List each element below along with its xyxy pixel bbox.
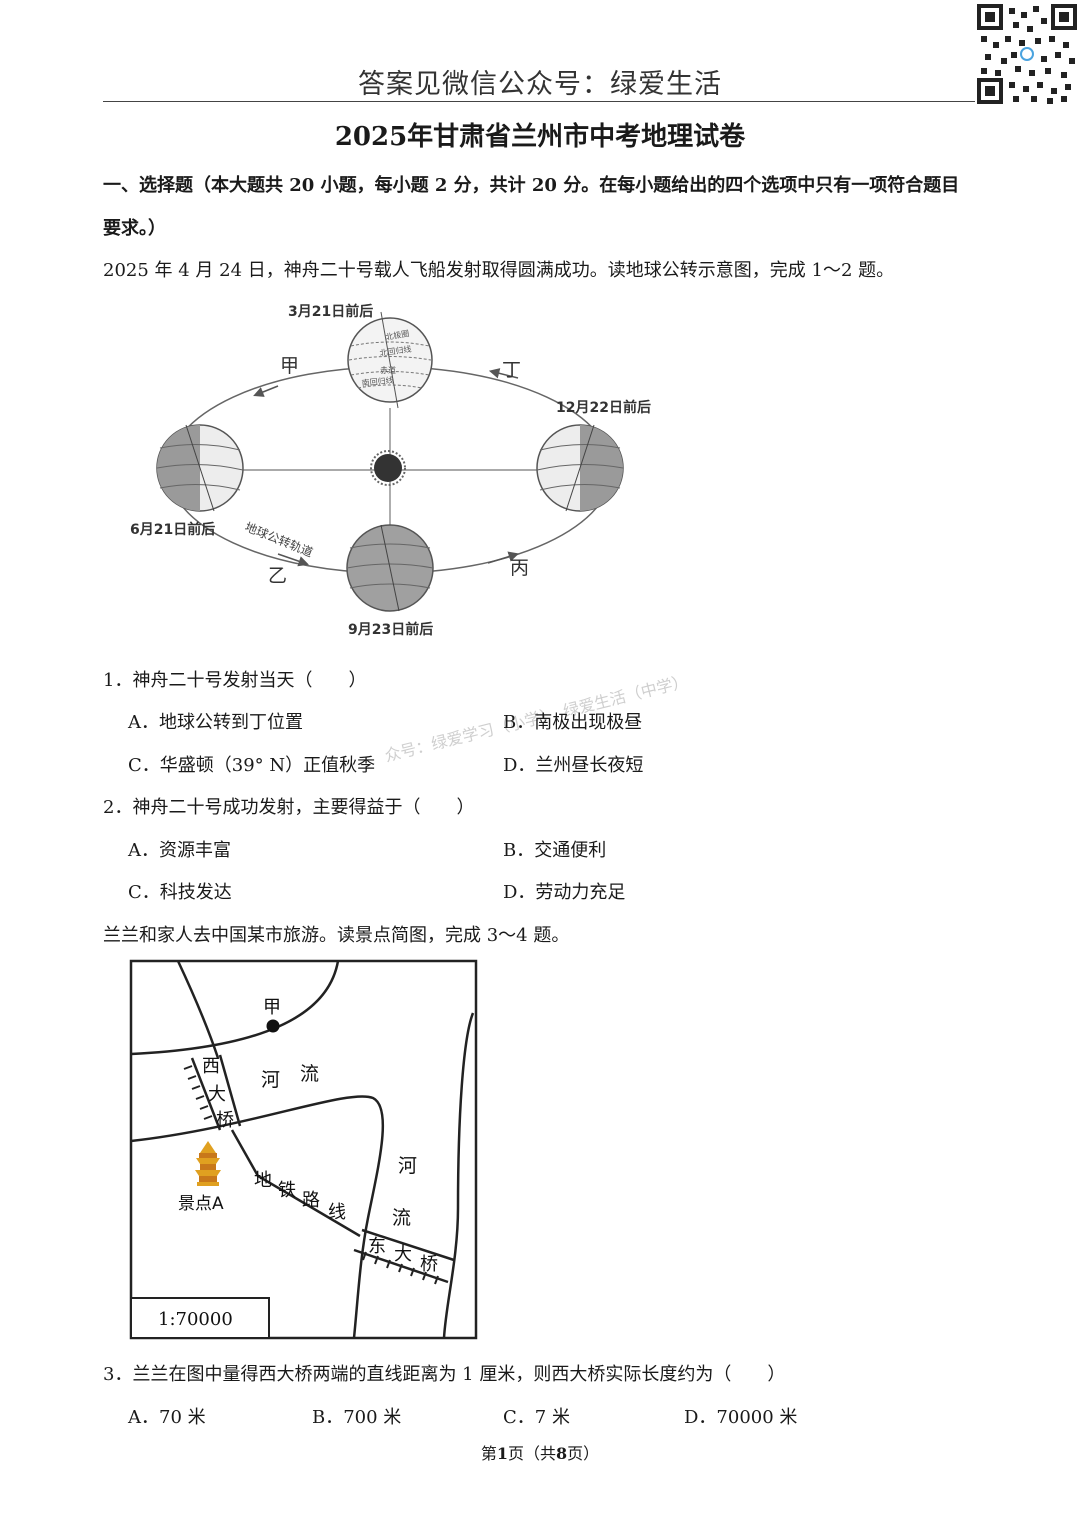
header-divider [103, 101, 975, 102]
east-bridge-char-2: 大 [394, 1244, 412, 1265]
road-north [176, 960, 220, 1059]
river-label-2b: 流 [392, 1207, 411, 1229]
east-bridge-char-3: 桥 [420, 1254, 438, 1275]
orbit-arrow-ding [488, 368, 519, 379]
scale-label: 1:70000 [158, 1309, 233, 1330]
label-sep: 9月23日前后 [348, 621, 433, 638]
question-intro-3-4: 兰兰和家人去中国某市旅游。读景点简图，完成 3～4 题。 [103, 925, 570, 946]
river-label-2a: 河 [398, 1155, 417, 1177]
earth-september-icon [346, 524, 434, 612]
q3-stem: 3．兰兰在图中量得西大桥两端的直线距离为 1 厘米，则西大桥实际长度约为（ ） [103, 1364, 786, 1385]
section-heading-line1: 一、选择题（本大题共 20 小题，每小题 2 分，共计 20 分。在每小题给出的… [103, 175, 960, 196]
west-bridge-char-1: 西 [202, 1056, 220, 1077]
metro-line [230, 1129, 361, 1238]
orbit-arrow-bing [487, 551, 520, 564]
river-bank-right [442, 1012, 475, 1339]
question-intro-1-2: 2025 年 4 月 24 日，神舟二十号载人飞船发射取得圆满成功。读地球公转示… [103, 260, 895, 281]
lat-equator: 赤道 [380, 365, 396, 375]
label-mar: 3月21日前后 [288, 303, 373, 320]
west-bridge-char-2: 大 [208, 1084, 226, 1105]
label-jun: 6月21日前后 [130, 521, 215, 538]
river-label-1a: 河 [261, 1069, 280, 1091]
q3-option-b: B．700 米 [312, 1407, 402, 1428]
footer-prefix: 第 [480, 1444, 497, 1463]
header-banner: 答案见微信公众号：绿爱生活 [358, 69, 722, 100]
label-dec: 12月22日前后 [556, 399, 651, 416]
metro-char-4: 线 [328, 1202, 346, 1223]
scenic-spot-map: 甲 河 流 河 流 西 大 桥 东 大 桥 地 铁 路 线 景点A 1:7000… [129, 959, 478, 1340]
orbit-arrow-jia [253, 385, 279, 397]
q1-option-a: A．地球公转到丁位置 [128, 712, 303, 733]
river-label-1b: 流 [300, 1063, 319, 1085]
earth-revolution-diagram: 3月21日前后 12月22日前后 6月21日前后 9月23日前后 甲 丁 乙 丙… [130, 303, 651, 638]
spot-a-label: 景点A [178, 1194, 224, 1214]
q2-option-d: D．劳动力充足 [503, 882, 626, 903]
lat-south-tropic: 南回归线 [361, 375, 394, 388]
q2-option-c: C．科技发达 [128, 882, 232, 903]
pagoda-icon [195, 1141, 221, 1186]
q2-option-b: B．交通便利 [503, 840, 607, 861]
footer-page-number: 1 [496, 1444, 508, 1463]
west-bridge [183, 1054, 242, 1131]
page-footer: 第1页（共8页） [0, 1440, 1080, 1464]
q2-stem: 2．神舟二十号成功发射，主要得益于（ ） [103, 797, 475, 818]
earth-december-icon [536, 424, 624, 512]
footer-suffix: 页） [567, 1444, 600, 1463]
orbit-arrow-yi [277, 553, 309, 567]
label-ding: 丁 [502, 359, 521, 381]
q1-stem: 1．神舟二十号发射当天（ ） [103, 670, 367, 691]
metro-char-1: 地 [254, 1170, 272, 1191]
section-heading-line2: 要求。） [103, 218, 166, 239]
lat-north-polar: 北极圈 [385, 328, 410, 342]
point-jia-marker [266, 1019, 280, 1033]
river-bank-lower [130, 1095, 385, 1339]
east-bridge [353, 1228, 455, 1285]
q1-option-b: B．南极出现极昼 [503, 712, 643, 733]
q2-option-a: A．资源丰富 [128, 840, 231, 861]
footer-total-pages: 8 [556, 1444, 568, 1463]
metro-char-3: 路 [302, 1190, 320, 1211]
scale-box [130, 1297, 270, 1339]
earth-june-icon [156, 424, 244, 512]
label-jia: 甲 [263, 997, 281, 1018]
q1-option-d: D．兰州昼长夜短 [503, 755, 644, 776]
lat-north-tropic: 北回归线 [379, 344, 412, 358]
qr-code [975, 2, 1079, 106]
earth-march-icon [347, 311, 433, 409]
footer-mid: 页（共 [507, 1444, 556, 1463]
q3-option-d: D．70000 米 [684, 1407, 798, 1428]
metro-char-2: 铁 [278, 1180, 296, 1201]
q3-option-c: C．7 米 [503, 1407, 570, 1428]
q1-option-c: C．华盛顿（39° N）正值秋季 [128, 755, 376, 776]
west-bridge-char-3: 桥 [216, 1110, 234, 1131]
label-bing: 丙 [510, 557, 529, 579]
east-bridge-char-1: 东 [368, 1236, 386, 1257]
page-title: 2025年甘肃省兰州市中考地理试卷 [334, 122, 746, 152]
label-yi: 乙 [268, 565, 287, 587]
sun-icon [370, 450, 406, 486]
label-jia: 甲 [280, 355, 299, 377]
q3-option-a: A．70 米 [128, 1407, 206, 1428]
